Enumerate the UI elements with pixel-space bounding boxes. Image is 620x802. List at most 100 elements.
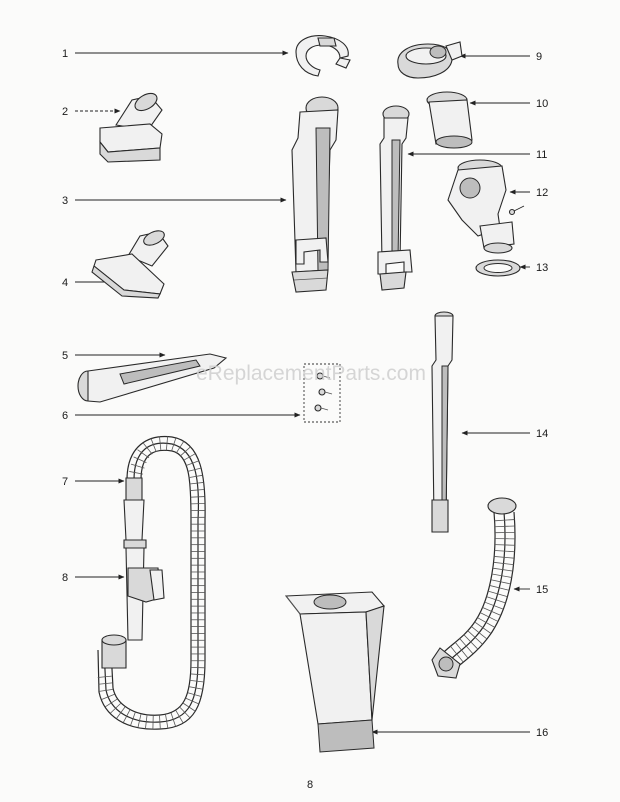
part-8-wand-clip bbox=[101, 547, 165, 669]
page-number: 8 bbox=[307, 779, 313, 791]
hose-rib bbox=[129, 471, 144, 475]
hose-rib bbox=[187, 692, 202, 697]
hose-rib bbox=[179, 446, 191, 457]
hose-rib bbox=[486, 596, 506, 604]
part-1-hose-hanger bbox=[295, 35, 351, 77]
callout-4: 4 bbox=[62, 277, 68, 289]
part-10-hose-cuff bbox=[426, 91, 473, 149]
callout-7: 7 bbox=[62, 476, 68, 488]
hose-rib bbox=[484, 601, 504, 610]
part-2-upholstery-nozzle bbox=[99, 92, 163, 163]
callout-14: 14 bbox=[536, 428, 548, 440]
hose-rib bbox=[190, 673, 205, 676]
hose-rib bbox=[97, 675, 112, 678]
hose-rib bbox=[175, 441, 185, 454]
hose-rib bbox=[165, 436, 169, 451]
hose-rib bbox=[189, 679, 204, 683]
hose-rib bbox=[471, 626, 488, 640]
hose-rib bbox=[491, 573, 512, 578]
hose-rib bbox=[143, 442, 153, 455]
hose-rib bbox=[170, 712, 176, 727]
hose-rib bbox=[190, 496, 205, 498]
hose-rib bbox=[123, 709, 131, 723]
hose-rib bbox=[133, 456, 147, 463]
hose-rib bbox=[98, 682, 113, 685]
hose-rib bbox=[137, 713, 142, 728]
callout-6: 6 bbox=[62, 410, 68, 422]
part-9-swivel-coupling bbox=[397, 41, 463, 79]
hose-rib bbox=[494, 544, 515, 546]
hose-rib bbox=[494, 519, 515, 522]
hose-rib bbox=[494, 525, 515, 528]
hose-rib bbox=[182, 453, 196, 461]
part-4-dusting-nozzle bbox=[91, 230, 169, 299]
callout-10: 10 bbox=[536, 98, 548, 110]
hose-rib bbox=[459, 638, 474, 654]
hose-rib bbox=[183, 702, 196, 712]
callout-8: 8 bbox=[62, 572, 68, 584]
part-11-lower-wand bbox=[377, 105, 413, 291]
curved-hose-ribs bbox=[450, 519, 516, 662]
part-6-screw-kit bbox=[303, 363, 341, 423]
hose-rib bbox=[187, 467, 202, 472]
hose-rib bbox=[490, 579, 511, 585]
hose-rib bbox=[450, 645, 464, 662]
part-5-crevice-tool bbox=[77, 353, 228, 403]
hose-rib bbox=[185, 697, 199, 705]
callout-3: 3 bbox=[62, 195, 68, 207]
hose-rib bbox=[165, 714, 169, 729]
hose-rib bbox=[189, 482, 204, 485]
callout-16: 16 bbox=[536, 727, 548, 739]
hose-rib bbox=[489, 585, 510, 591]
hose-rib bbox=[179, 707, 190, 718]
part-12-elbow-adapter bbox=[447, 159, 525, 254]
callout-15: 15 bbox=[536, 584, 548, 596]
hose-rib bbox=[482, 607, 501, 616]
callout-2: 2 bbox=[62, 106, 68, 118]
part-7-hose-assembly bbox=[97, 435, 206, 730]
part-15-curved-hose bbox=[431, 497, 517, 679]
hose-rib bbox=[479, 612, 499, 622]
hose-rib bbox=[188, 474, 203, 479]
watermark: eReplacementParts.com bbox=[196, 362, 426, 385]
hose-rib bbox=[467, 630, 483, 645]
hose-rib bbox=[185, 460, 199, 467]
hose-rib bbox=[145, 714, 148, 729]
callout-13: 13 bbox=[536, 262, 548, 274]
callout-5: 5 bbox=[62, 350, 68, 362]
hose-rib bbox=[130, 463, 145, 469]
hose-rib bbox=[150, 438, 157, 452]
callout-1: 1 bbox=[62, 48, 68, 60]
hose-rib bbox=[105, 698, 118, 708]
part-14-extension-wand bbox=[431, 311, 454, 533]
hose-rib bbox=[474, 621, 492, 634]
hose-rib bbox=[454, 642, 469, 659]
hose-rib bbox=[159, 714, 161, 730]
hose-rib bbox=[487, 590, 508, 597]
hose-rib bbox=[189, 686, 203, 690]
hose-rib bbox=[463, 634, 479, 650]
hose-rib bbox=[477, 617, 495, 628]
hose-rib bbox=[190, 489, 205, 491]
hose-rib bbox=[492, 567, 513, 572]
hose-rib bbox=[493, 561, 514, 566]
hose-rib bbox=[99, 689, 114, 692]
leader-lines bbox=[75, 50, 530, 735]
hose-rib bbox=[171, 437, 177, 452]
hose-rib bbox=[175, 710, 184, 723]
hose-rib bbox=[494, 550, 515, 553]
part-3-handle-tube bbox=[291, 96, 339, 293]
callout-11: 11 bbox=[536, 149, 547, 161]
callout-12: 12 bbox=[536, 187, 548, 199]
part-13-gasket-ring bbox=[475, 259, 521, 277]
hose-rib bbox=[494, 556, 515, 559]
hose-rib bbox=[159, 436, 162, 451]
hose-rib bbox=[101, 693, 115, 700]
hose-rib bbox=[110, 703, 121, 714]
part-16-dust-bag bbox=[284, 591, 385, 753]
hose-rib bbox=[116, 706, 126, 719]
hose-rib bbox=[130, 712, 136, 726]
callout-9: 9 bbox=[536, 51, 542, 63]
